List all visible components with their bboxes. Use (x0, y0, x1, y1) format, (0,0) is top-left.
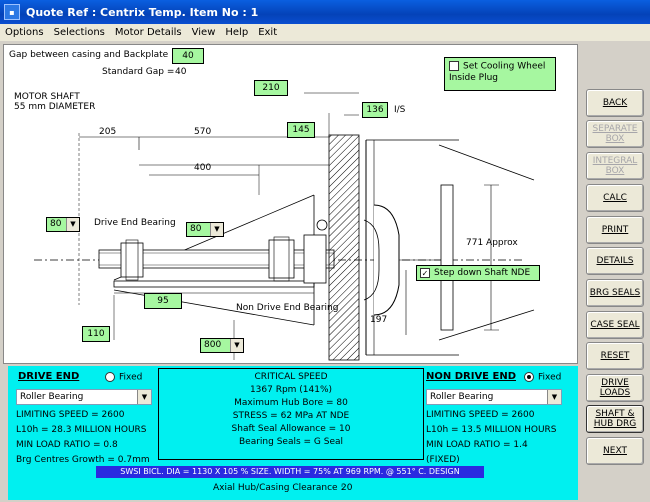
cooling-wheel-label: Set Cooling Wheel Inside Plug (449, 61, 546, 83)
clearance-value: 20 (341, 483, 353, 493)
drive-end-fixed-label: Fixed (119, 372, 143, 383)
non-drive-end-l10h: L10h = 13.5 MILLION HOURS (426, 425, 557, 435)
mid-dim-value: 80 (190, 224, 202, 234)
shaft-drawing-panel: Gap between casing and Backplate = 40 St… (3, 44, 578, 364)
drive-end-fixed-radio[interactable]: Fixed (105, 372, 142, 383)
drive-end-growth: Brg Centres Growth = 0.7mm (16, 455, 150, 465)
drive-end-bearing-select[interactable]: Roller Bearing ▼ (16, 389, 152, 405)
critical-speed-box: CRITICAL SPEED 1367 Rpm (141%) Maximum H… (158, 368, 424, 460)
non-drive-end-bearing-select[interactable]: Roller Bearing ▼ (426, 389, 562, 405)
menu-help[interactable]: Help (225, 27, 249, 38)
title-bar: ▪ Quote Ref : Centrix Temp. Item No : 1 (0, 0, 650, 24)
cooling-wheel-checkbox[interactable] (449, 61, 459, 71)
gap-input[interactable]: 40 (172, 48, 204, 64)
non-drive-end-bearing-value: Roller Bearing (430, 392, 494, 402)
chevron-down-icon[interactable]: ▼ (66, 218, 79, 231)
drive-end-l10h: L10h = 28.3 MILLION HOURS (16, 425, 147, 435)
window-title: Quote Ref : Centrix Temp. Item No : 1 (26, 5, 259, 19)
dim-95-input[interactable]: 95 (144, 293, 182, 309)
menu-bar: Options Selections Motor Details View He… (0, 24, 650, 41)
chevron-down-icon[interactable]: ▼ (230, 339, 243, 352)
case-seal-button[interactable]: CASE SEAL (586, 311, 644, 339)
shaft-seal-allowance: Shaft Seal Allowance = 10 (231, 424, 351, 434)
is-label: I/S (394, 105, 406, 115)
bearing-seals: Bearing Seals = G Seal (238, 437, 344, 447)
dim-136-input[interactable]: 136 (362, 102, 388, 118)
bearing-info-panel: DRIVE END Fixed Roller Bearing ▼ LIMITING… (8, 366, 578, 500)
dim-771: 771 Approx (466, 238, 518, 248)
non-drive-end-limiting-speed: LIMITING SPEED = 2600 (426, 410, 535, 420)
non-drive-end-title: NON DRIVE END (426, 371, 516, 382)
cooling-wheel-checkbox-panel[interactable]: Set Cooling Wheel Inside Plug (444, 57, 556, 91)
non-drive-end-bearing-label: Non Drive End Bearing (236, 303, 339, 313)
brg-seals-button[interactable]: BRG SEALS (586, 279, 644, 307)
step-down-checkbox[interactable]: ✓ (420, 267, 430, 278)
non-drive-end-min-load-ratio: MIN LOAD RATIO = 1.4 (426, 440, 528, 450)
left-dim-dropdown[interactable]: 80 ▼ (46, 217, 80, 232)
dim-145-input[interactable]: 145 (287, 122, 315, 138)
bottom-dim-value: 800 (204, 340, 222, 350)
clearance-label: Axial Hub/Casing Clearance : (213, 483, 344, 493)
chevron-down-icon[interactable]: ▼ (210, 223, 223, 236)
action-sidebar: BACK SEPARATE BOX INTEGRAL BOX CALC PRIN… (583, 44, 649, 499)
motor-shaft-label: MOTOR SHAFT (14, 92, 80, 102)
step-down-label: Step down Shaft NDE (434, 268, 531, 278)
reset-button[interactable]: RESET (586, 342, 644, 370)
menu-selections[interactable]: Selections (53, 27, 105, 38)
shaft-drawing (34, 92, 535, 361)
gap-label: Gap between casing and Backplate = (9, 50, 179, 60)
standard-gap-value: 40 (175, 67, 187, 77)
dim-110-input[interactable]: 110 (82, 326, 110, 342)
standard-gap-label: Standard Gap = (102, 67, 175, 77)
dim-400: 400 (194, 163, 212, 173)
integral-box-button[interactable]: INTEGRAL BOX (586, 152, 644, 180)
critical-speed-title: CRITICAL SPEED (254, 372, 328, 382)
radio-icon[interactable] (524, 372, 534, 382)
app-icon: ▪ (4, 4, 20, 20)
radio-icon[interactable] (105, 372, 115, 382)
print-button[interactable]: PRINT (586, 216, 644, 244)
chevron-down-icon[interactable]: ▼ (137, 390, 151, 404)
left-dim-value: 80 (50, 219, 62, 229)
drive-end-bearing-label: Drive End Bearing (94, 218, 176, 228)
drive-end-bearing-value: Roller Bearing (20, 392, 84, 402)
status-line: SWSI BICL. DIA = 1130 X 105 % SIZE. WIDT… (96, 466, 484, 478)
mid-dim-dropdown[interactable]: 80 ▼ (186, 222, 224, 237)
menu-options[interactable]: Options (5, 27, 44, 38)
dim-205: 205 (99, 127, 117, 137)
menu-view[interactable]: View (191, 27, 216, 38)
dim-210-input[interactable]: 210 (254, 80, 288, 96)
drive-end-limiting-speed: LIMITING SPEED = 2600 (16, 410, 125, 420)
step-down-checkbox-panel[interactable]: ✓ Step down Shaft NDE (416, 265, 540, 281)
non-drive-end-fixed-note: (FIXED) (426, 455, 460, 465)
max-hub-bore: Maximum Hub Bore = 80 (234, 398, 348, 408)
drive-end-min-load-ratio: MIN LOAD RATIO = 0.8 (16, 440, 118, 450)
bottom-dim-dropdown[interactable]: 800 ▼ (200, 338, 244, 353)
drive-loads-button[interactable]: DRIVE LOADS (586, 374, 644, 402)
motor-shaft-diameter: 55 mm DIAMETER (14, 102, 96, 112)
next-button[interactable]: NEXT (586, 437, 644, 465)
menu-exit[interactable]: Exit (258, 27, 278, 38)
dim-197: 197 (370, 315, 388, 325)
chevron-down-icon[interactable]: ▼ (547, 390, 561, 404)
separate-box-button[interactable]: SEPARATE BOX (586, 120, 644, 148)
stress-value: STRESS = 62 MPa AT NDE (232, 411, 350, 421)
critical-speed-rpm: 1367 Rpm (141%) (249, 385, 333, 395)
non-drive-end-fixed-radio[interactable]: Fixed (524, 372, 561, 383)
details-button[interactable]: DETAILS (586, 247, 644, 275)
shaft-hub-drg-button[interactable]: SHAFT & HUB DRG (586, 405, 644, 433)
dim-570: 570 (194, 127, 212, 137)
calc-button[interactable]: CALC (586, 184, 644, 212)
drive-end-title: DRIVE END (18, 371, 80, 382)
menu-motor-details[interactable]: Motor Details (114, 27, 182, 38)
back-button[interactable]: BACK (586, 89, 644, 117)
non-drive-end-fixed-label: Fixed (538, 372, 562, 383)
